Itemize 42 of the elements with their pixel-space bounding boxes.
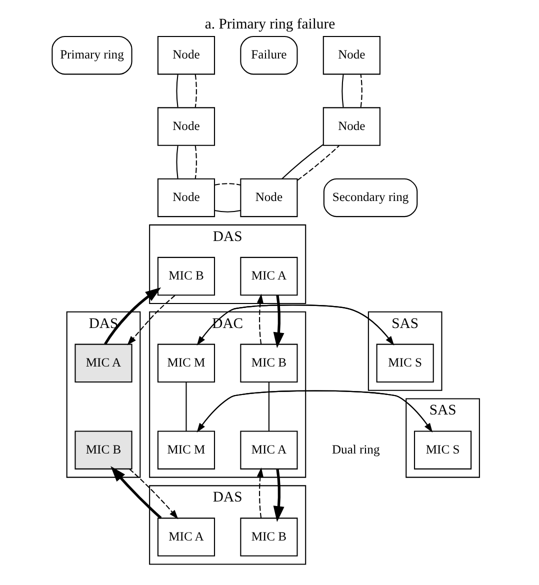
label: Dual ring <box>331 442 380 456</box>
node-box: MIC S <box>376 344 434 383</box>
node-box: Node <box>322 36 380 75</box>
arrow <box>272 468 284 522</box>
connector <box>194 74 196 108</box>
connector <box>360 74 362 108</box>
caption: a. Primary ring failure <box>204 16 335 32</box>
connector <box>214 183 240 186</box>
connector <box>176 146 178 178</box>
node-box: MIC A <box>156 518 215 556</box>
connector <box>296 145 339 181</box>
node-box: Node <box>156 107 215 146</box>
node-box: MIC M <box>156 344 215 383</box>
node-box: MIC A <box>240 256 298 296</box>
node-box: MIC S <box>413 430 472 470</box>
node-box: Secondary ring <box>322 178 418 218</box>
arrow <box>256 294 263 344</box>
node-box: MIC B <box>156 256 215 296</box>
connector <box>194 146 196 178</box>
node-box: MIC B <box>74 430 132 470</box>
node-box: Node <box>322 107 380 146</box>
node-box: Node <box>156 36 215 75</box>
connector <box>214 210 240 212</box>
connector <box>176 74 178 108</box>
node-box: Failure <box>240 36 298 75</box>
node-box: Node <box>240 178 298 218</box>
arrow <box>128 468 178 520</box>
node-box: MIC B <box>240 518 298 556</box>
connector <box>185 382 186 432</box>
arrow <box>272 295 284 348</box>
node-box: MIC M <box>156 430 215 470</box>
connector <box>281 144 323 180</box>
node-box: MIC A <box>74 344 132 383</box>
arrow <box>256 468 263 518</box>
node-box: Primary ring <box>51 36 132 75</box>
arrow <box>104 287 161 345</box>
connector <box>341 74 344 108</box>
connector <box>268 382 269 432</box>
node-box: Node <box>156 178 215 218</box>
node-box: MIC A <box>240 430 298 470</box>
arrow <box>110 466 162 519</box>
node-box: MIC B <box>240 344 298 383</box>
